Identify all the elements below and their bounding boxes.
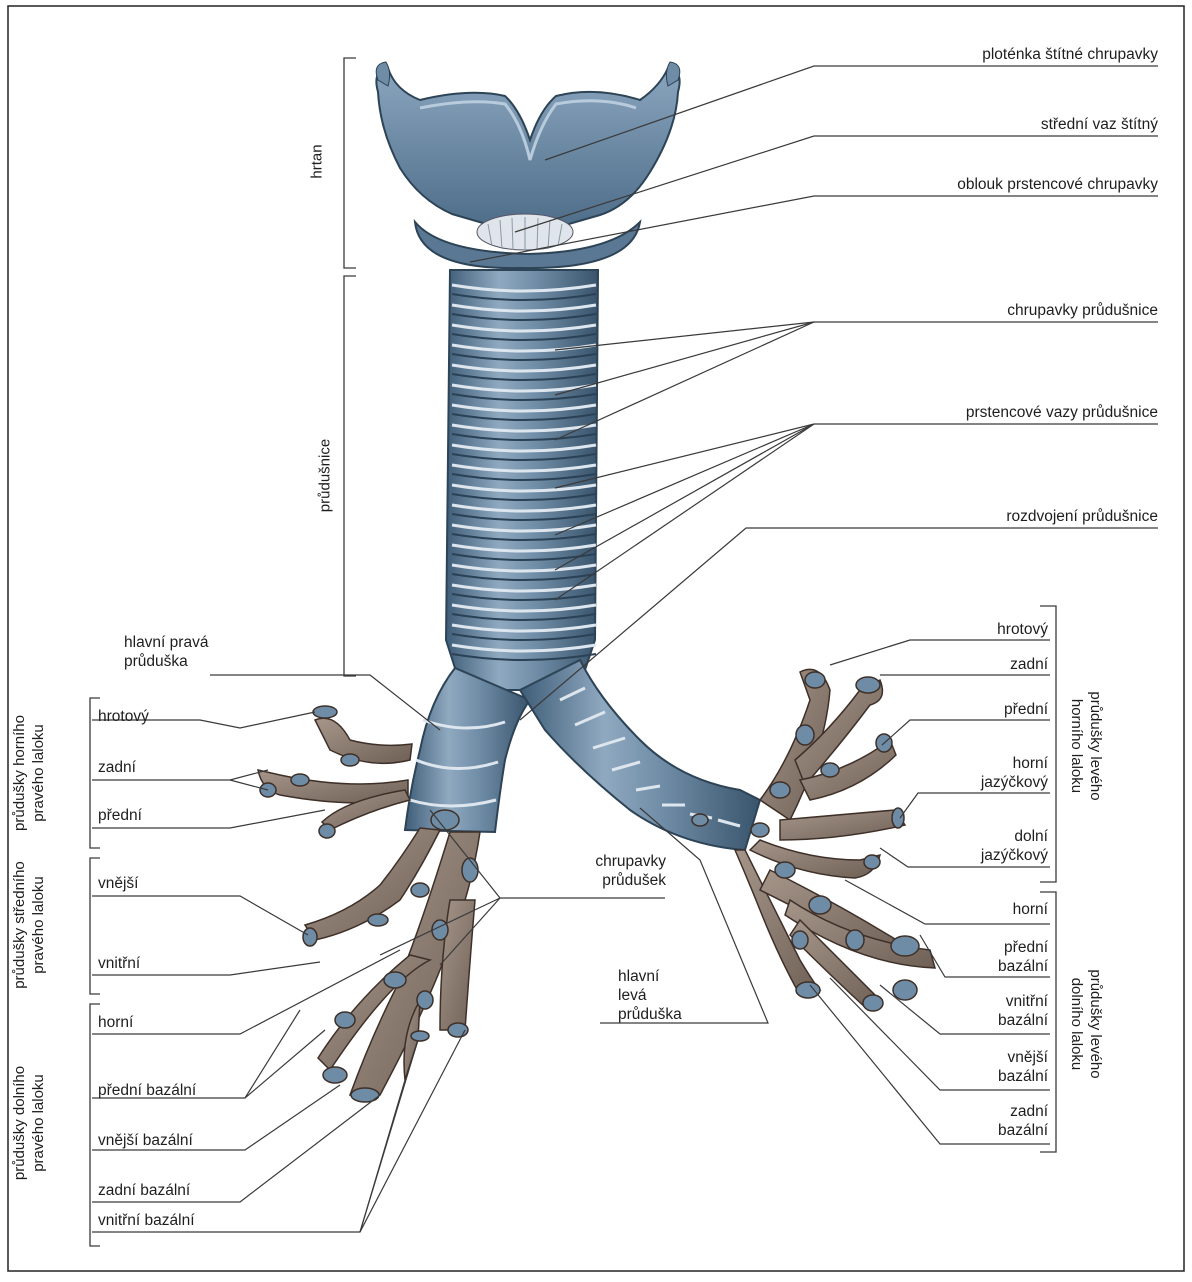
label-larynx: hrtan: [308, 142, 327, 182]
label-lu-posterior: zadní: [1010, 655, 1048, 674]
label-lu-anterior: přední: [1004, 700, 1048, 719]
label-rl-posterior-basal: zadní bazální: [98, 1181, 190, 1200]
trachea-drawing: [446, 270, 598, 690]
label-ll-anterior-basal: přední bazální: [998, 938, 1048, 976]
label-tracheal-cartilages: chrupavky průdušnice: [1007, 301, 1158, 320]
label-ll-superior: horní: [1013, 900, 1048, 919]
label-right-upper-group: průdušky horního pravého laloku: [10, 699, 48, 847]
label-rm-medial: vnitřní: [98, 954, 140, 973]
label-right-lower-group: průdušky dolního pravého laloku: [10, 1049, 48, 1197]
label-right-main-bronchus: hlavní pravá průduška: [124, 633, 208, 671]
label-trachea: průdušnice: [316, 426, 335, 526]
label-left-upper-group: průdušky levého horního laloku: [1067, 667, 1105, 825]
label-rm-lateral: vnější: [98, 874, 139, 893]
label-bifurcation: rozdvojení průdušnice: [1006, 507, 1158, 526]
label-rl-lateral-basal: vnější bazální: [98, 1131, 193, 1150]
label-ll-lateral-basal: vnější bazální: [998, 1048, 1048, 1086]
label-left-lower-group: průdušky levého dolního laloku: [1067, 945, 1105, 1103]
label-ll-medial-basal: vnitřní bazální: [998, 992, 1048, 1030]
label-median-ligament: střední vaz štítný: [1041, 115, 1158, 134]
label-ru-posterior: zadní: [98, 758, 136, 777]
label-rl-superior: horní: [98, 1013, 133, 1032]
label-right-middle-group: průdušky středního pravého laloku: [10, 851, 48, 999]
label-lu-superior-lingular: horní jazýčkový: [981, 754, 1048, 792]
bracket-trachea: [344, 276, 356, 676]
label-annular-ligaments: prstencové vazy průdušnice: [966, 403, 1158, 422]
label-ll-posterior-basal: zadní bazální: [998, 1102, 1048, 1140]
larynx-drawing: [376, 62, 680, 268]
label-rl-medial-basal: vnitřní bazální: [98, 1211, 195, 1230]
label-lu-inferior-lingular: dolní jazýčkový: [981, 827, 1048, 865]
label-ru-anterior: přední: [98, 806, 142, 825]
label-bronchial-cartilages: chrupavky průdušek: [568, 852, 666, 890]
label-lu-apical: hrotový: [997, 620, 1048, 639]
label-ru-apical: hrotový: [98, 707, 149, 726]
bracket-larynx: [344, 58, 356, 268]
label-thyroid-plate: ploténka štítné chrupavky: [982, 45, 1158, 64]
label-left-main-bronchus: hlavní levá průduška: [618, 967, 682, 1024]
label-rl-anterior-basal: přední bazální: [98, 1081, 196, 1100]
label-cricoid-arch: oblouk prstencové chrupavky: [957, 175, 1158, 194]
bracket-right-lower: [90, 1004, 100, 1246]
